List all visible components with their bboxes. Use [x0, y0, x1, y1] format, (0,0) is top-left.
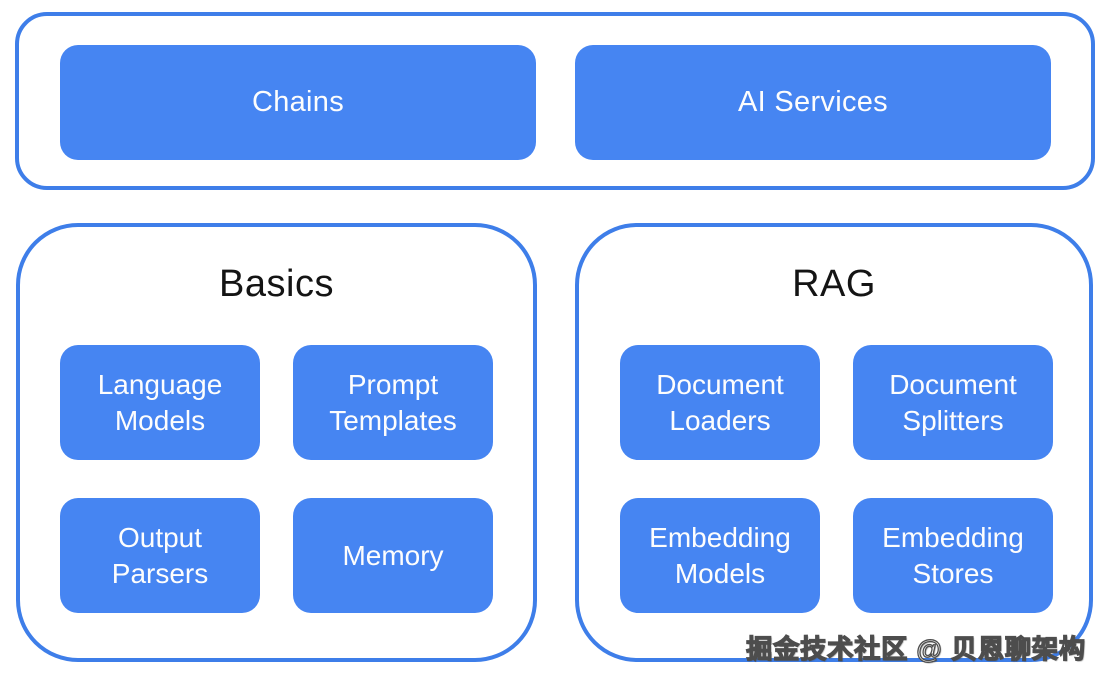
- node-document-splitters: Document Splitters: [853, 345, 1053, 460]
- node-document-loaders: Document Loaders: [620, 345, 820, 460]
- node-ai-services: AI Services: [575, 45, 1051, 160]
- group-basics: Basics Language Models Prompt Templates …: [16, 223, 537, 662]
- group-basics-title: Basics: [219, 263, 334, 305]
- node-embedding-stores: Embedding Stores: [853, 498, 1053, 613]
- node-embedding-models: Embedding Models: [620, 498, 820, 613]
- group-rag: RAG Document Loaders Document Splitters …: [575, 223, 1093, 662]
- node-prompt-templates: Prompt Templates: [293, 345, 493, 460]
- node-memory: Memory: [293, 498, 493, 613]
- group-rag-title: RAG: [792, 263, 876, 305]
- top-row-container: Chains AI Services: [15, 12, 1095, 190]
- node-chains: Chains: [60, 45, 536, 160]
- watermark: 掘金技术社区 @ 贝恩聊架构: [746, 633, 1086, 664]
- node-output-parsers: Output Parsers: [60, 498, 260, 613]
- group-basics-grid: Language Models Prompt Templates Output …: [60, 345, 493, 613]
- node-language-models: Language Models: [60, 345, 260, 460]
- group-rag-grid: Document Loaders Document Splitters Embe…: [620, 345, 1053, 613]
